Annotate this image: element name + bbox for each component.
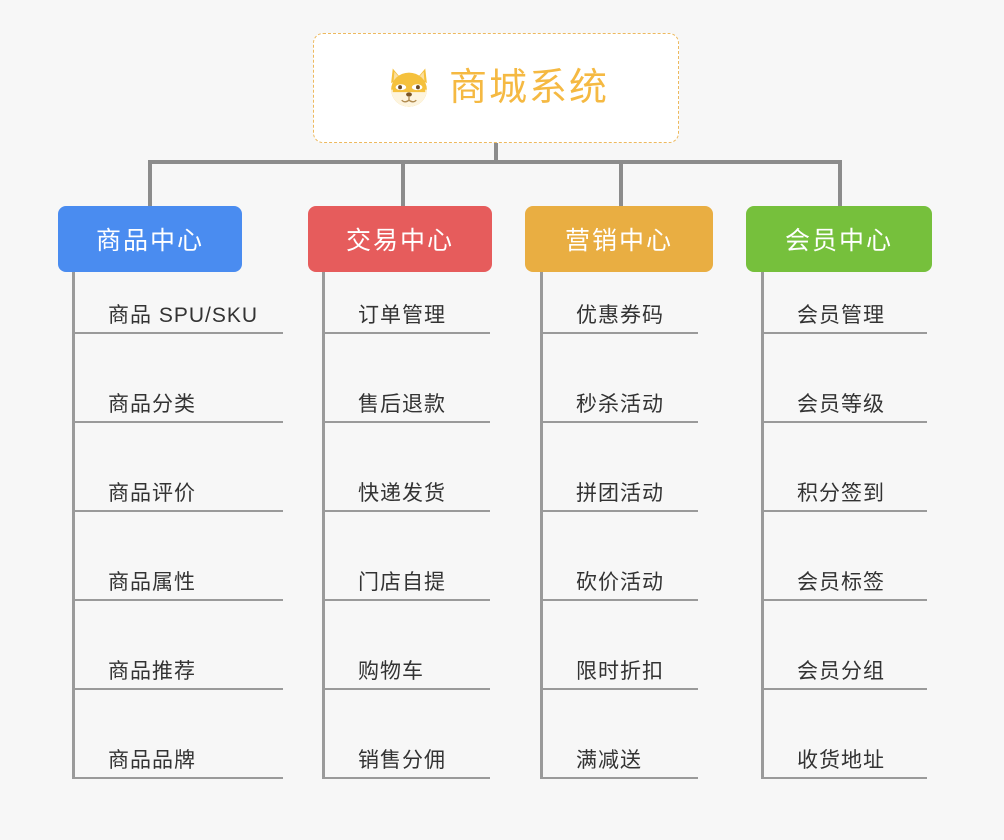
- leaf-item-underline: [325, 332, 490, 334]
- leaf-item-label: 商品属性: [108, 571, 196, 594]
- leaf-item[interactable]: 积分签到: [764, 452, 927, 512]
- leaf-item-underline: [75, 332, 283, 334]
- leaf-item-label: 订单管理: [358, 304, 446, 327]
- leaf-item-underline: [75, 421, 283, 423]
- leaf-item-underline: [543, 599, 698, 601]
- leaf-item[interactable]: 满减送: [543, 719, 698, 779]
- root-node[interactable]: 商城系统: [313, 33, 679, 143]
- leaf-item-underline: [764, 332, 927, 334]
- leaf-item-underline: [764, 421, 927, 423]
- leaf-item[interactable]: 快递发货: [325, 452, 490, 512]
- leaf-item-label: 优惠券码: [576, 304, 664, 327]
- leaf-item-underline: [325, 421, 490, 423]
- leaf-item[interactable]: 砍价活动: [543, 541, 698, 601]
- leaf-column-2: 订单管理售后退款快递发货门店自提购物车销售分佣: [322, 272, 497, 816]
- leaf-item-underline: [325, 688, 490, 690]
- leaf-item-underline: [75, 599, 283, 601]
- leaf-item-underline: [325, 777, 490, 779]
- leaf-item-label: 会员等级: [797, 393, 885, 416]
- leaf-item[interactable]: 会员标签: [764, 541, 927, 601]
- leaf-item-underline: [325, 599, 490, 601]
- root-title: 商城系统: [448, 67, 609, 109]
- leaf-item-label: 售后退款: [358, 393, 446, 416]
- branch-head-1[interactable]: 商品中心: [58, 206, 242, 272]
- connector-drop-1: [148, 160, 152, 208]
- leaf-item[interactable]: 优惠券码: [543, 274, 698, 334]
- leaf-column-4: 会员管理会员等级积分签到会员标签会员分组收货地址: [761, 272, 934, 816]
- leaf-column-3: 优惠券码秒杀活动拼团活动砍价活动限时折扣满减送: [540, 272, 705, 816]
- leaf-item-label: 商品分类: [108, 393, 196, 416]
- leaf-item[interactable]: 售后退款: [325, 363, 490, 423]
- leaf-item-label: 购物车: [358, 660, 424, 683]
- leaf-item-label: 收货地址: [797, 749, 885, 772]
- leaf-item[interactable]: 会员分组: [764, 630, 927, 690]
- shiba-dog-icon: [391, 68, 427, 107]
- connector-drop-2: [401, 160, 405, 208]
- connector-drop-3: [619, 160, 623, 208]
- leaf-spine-2: [322, 272, 325, 779]
- connector-horizontal-bus: [148, 160, 840, 164]
- leaf-item[interactable]: 限时折扣: [543, 630, 698, 690]
- leaf-item-underline: [764, 599, 927, 601]
- leaf-spine-3: [540, 272, 543, 779]
- leaf-item-underline: [543, 688, 698, 690]
- branch-head-3[interactable]: 营销中心: [525, 206, 713, 272]
- leaf-spine-1: [72, 272, 75, 779]
- leaf-item-label: 商品评价: [108, 482, 196, 505]
- leaf-item-label: 秒杀活动: [576, 393, 664, 416]
- leaf-item-label: 商品 SPU/SKU: [108, 304, 259, 327]
- leaf-item-label: 会员标签: [797, 571, 885, 594]
- leaf-item[interactable]: 收货地址: [764, 719, 927, 779]
- branch-head-4[interactable]: 会员中心: [746, 206, 932, 272]
- leaf-item[interactable]: 商品分类: [75, 363, 283, 423]
- leaf-item-label: 积分签到: [797, 482, 885, 505]
- leaf-item[interactable]: 拼团活动: [543, 452, 698, 512]
- connector-drop-4: [838, 160, 842, 208]
- leaf-item[interactable]: 购物车: [325, 630, 490, 690]
- leaf-item[interactable]: 会员管理: [764, 274, 927, 334]
- leaf-item-underline: [75, 510, 283, 512]
- leaf-item-underline: [764, 777, 927, 779]
- leaf-item[interactable]: 商品品牌: [75, 719, 283, 779]
- leaf-item[interactable]: 商品推荐: [75, 630, 283, 690]
- leaf-item-underline: [325, 510, 490, 512]
- leaf-item-label: 门店自提: [358, 571, 446, 594]
- leaf-item-underline: [543, 777, 698, 779]
- leaf-item-label: 快递发货: [358, 482, 446, 505]
- leaf-item-label: 会员管理: [797, 304, 885, 327]
- leaf-item-label: 商品推荐: [108, 660, 196, 683]
- leaf-item-label: 限时折扣: [576, 660, 664, 683]
- leaf-item-label: 砍价活动: [576, 571, 664, 594]
- leaf-item[interactable]: 商品属性: [75, 541, 283, 601]
- branch-head-2[interactable]: 交易中心: [308, 206, 492, 272]
- leaf-column-1: 商品 SPU/SKU 商品分类商品评价商品属性商品推荐商品品牌: [72, 272, 290, 816]
- leaf-item-label: 销售分佣: [358, 749, 446, 772]
- leaf-item[interactable]: 订单管理: [325, 274, 490, 334]
- leaf-item[interactable]: 销售分佣: [325, 719, 490, 779]
- leaf-item-underline: [543, 421, 698, 423]
- leaf-item[interactable]: 会员等级: [764, 363, 927, 423]
- leaf-item-underline: [543, 510, 698, 512]
- leaf-item-underline: [764, 688, 927, 690]
- leaf-item[interactable]: 商品 SPU/SKU: [75, 274, 283, 334]
- leaf-item[interactable]: 商品评价: [75, 452, 283, 512]
- leaf-spine-4: [761, 272, 764, 779]
- leaf-item[interactable]: 秒杀活动: [543, 363, 698, 423]
- leaf-item-label: 商品品牌: [108, 749, 196, 772]
- leaf-item[interactable]: 门店自提: [325, 541, 490, 601]
- leaf-item-label: 会员分组: [797, 660, 885, 683]
- leaf-item-underline: [764, 510, 927, 512]
- leaf-item-underline: [543, 332, 698, 334]
- leaf-item-label: 拼团活动: [576, 482, 664, 505]
- leaf-item-underline: [75, 688, 283, 690]
- connector-root-stem: [494, 143, 498, 164]
- leaf-item-label: 满减送: [576, 749, 642, 772]
- leaf-item-underline: [75, 777, 283, 779]
